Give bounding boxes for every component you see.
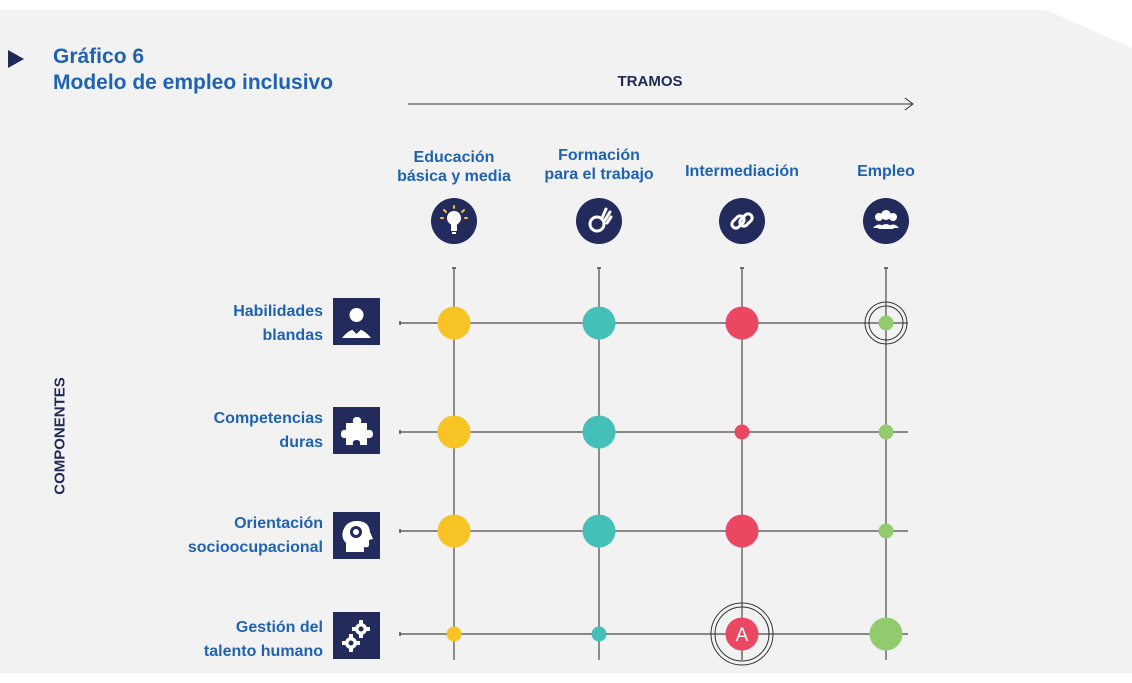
link-icon: [719, 198, 765, 244]
row-label-habilidades: Habilidades blandas: [233, 303, 323, 344]
hand-ok-icon: [576, 198, 622, 244]
matrix-dot-small: [591, 626, 607, 642]
figure-label: Gráfico 6: [53, 45, 145, 68]
column-header-intermediacion: Intermediación: [685, 163, 799, 180]
matrix-dot-large: [725, 306, 759, 340]
matrix-dot-large: [725, 514, 759, 548]
columns-axis-label: TRAMOS: [617, 73, 683, 90]
row-label-orientacion: Orientación socioocupacional: [187, 515, 323, 556]
matrix-dot-large: [582, 306, 616, 340]
column-header-educacion: Educación básica y media: [397, 149, 511, 185]
row-label-competencias: Competencias duras: [213, 410, 323, 451]
gears-icon: [333, 612, 380, 659]
matrix-dot-small: [878, 523, 894, 539]
matrix-dot-small: [878, 315, 894, 331]
lightbulb-icon: [431, 198, 477, 244]
title-arrow-icon: [8, 50, 24, 68]
people-group-icon: [863, 198, 909, 244]
highlight-ring-inner: [868, 305, 904, 341]
tramos-arrow-head: [904, 97, 914, 111]
highlight-ring-outer: [864, 301, 908, 345]
matrix-dot-large: [437, 306, 471, 340]
matrix-dot-large: [869, 617, 903, 651]
matrix-dot-small: [446, 626, 462, 642]
head-brain-icon: [333, 512, 380, 559]
matrix-dot-small: [734, 424, 750, 440]
column-header-formacion: Formación para el trabajo: [544, 147, 654, 183]
row-label-gestion: Gestión del talento humano: [203, 619, 323, 660]
highlight-ring-outer: [710, 602, 774, 666]
matrix-dot-label: A: [736, 625, 749, 646]
matrix-dot-large: [437, 514, 471, 548]
matrix-dot-large: [582, 514, 616, 548]
person-heart-icon: [333, 298, 380, 345]
matrix-dot-large: [437, 415, 471, 449]
figure-title-text: Modelo de empleo inclusivo: [53, 71, 334, 94]
puzzle-piece-icon: [333, 407, 380, 454]
matrix-dot-large: [725, 617, 759, 651]
column-header-empleo: Empleo: [857, 163, 915, 180]
matrix-dot-small: [878, 424, 894, 440]
matrix-dot-large: [582, 415, 616, 449]
highlight-ring-inner: [714, 606, 770, 662]
